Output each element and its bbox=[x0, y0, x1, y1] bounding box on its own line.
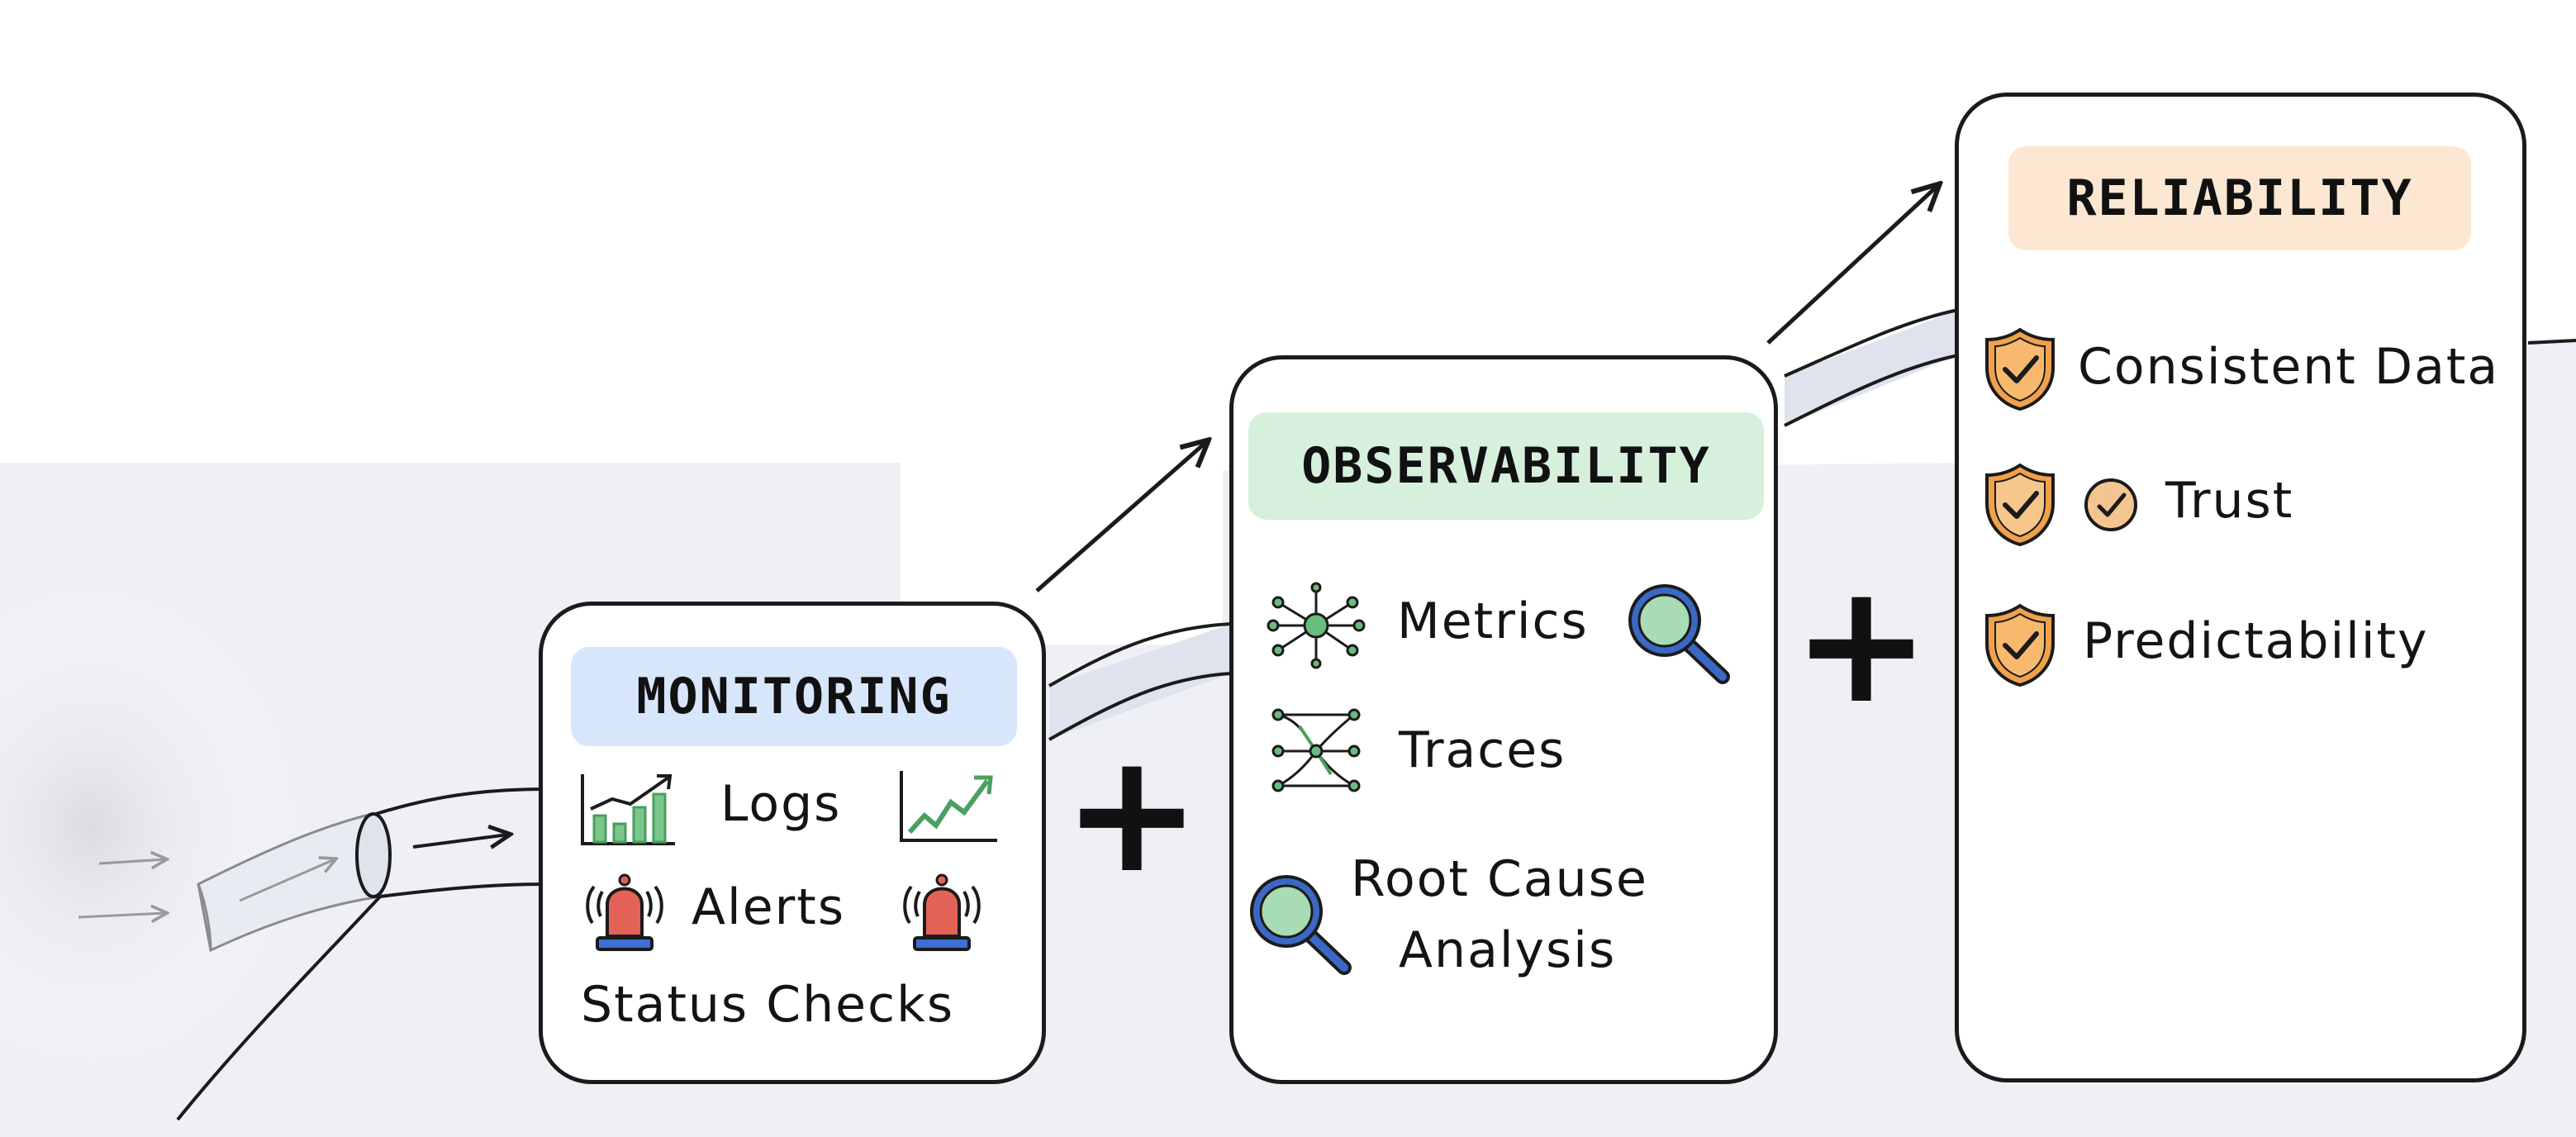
shield-check-icon bbox=[1984, 326, 2056, 412]
item-root-cause-line1: Root Cause bbox=[1351, 850, 1648, 908]
item-metrics: Metrics bbox=[1397, 592, 1589, 650]
pipe-top-edge bbox=[375, 787, 546, 816]
bar-chart-icon bbox=[579, 771, 678, 847]
flow-arrow bbox=[98, 859, 165, 863]
floor-edge bbox=[2527, 339, 2576, 345]
reliability-card: RELIABILITY Consistent Data Trust bbox=[1955, 93, 2526, 1082]
flow-arrow bbox=[239, 859, 335, 902]
shield-check-icon bbox=[1984, 602, 2056, 688]
observability-title: OBSERVABILITY bbox=[1248, 412, 1764, 520]
item-consistent-data: Consistent Data bbox=[2078, 338, 2500, 396]
item-alerts: Alerts bbox=[692, 878, 846, 936]
alarm-bell-icon bbox=[582, 868, 667, 954]
item-predictability: Predictability bbox=[2083, 612, 2429, 670]
reliability-title: RELIABILITY bbox=[2008, 146, 2471, 250]
sweep-curve bbox=[176, 895, 382, 1121]
shadow-smudge bbox=[0, 578, 306, 1074]
growth-arrow bbox=[1035, 442, 1206, 592]
growth-arrow bbox=[1766, 186, 1937, 345]
check-badge-icon bbox=[2081, 475, 2141, 535]
plus-sign: + bbox=[1792, 548, 1931, 740]
observability-card: OBSERVABILITY Metrics bbox=[1229, 355, 1778, 1084]
item-status-checks: Status Checks bbox=[581, 976, 955, 1034]
trace-graph-icon bbox=[1270, 705, 1362, 796]
connector-pipe-edge bbox=[1048, 622, 1232, 687]
item-logs: Logs bbox=[720, 775, 842, 833]
item-traces: Traces bbox=[1399, 721, 1566, 779]
flow-arrow bbox=[78, 913, 165, 917]
monitoring-card: MONITORING Logs bbox=[539, 602, 1046, 1084]
pipe-bottom-edge bbox=[379, 882, 546, 898]
line-chart-icon bbox=[898, 768, 1000, 845]
connector-pipe bbox=[1049, 624, 1231, 740]
flow-arrow bbox=[412, 835, 508, 847]
alarm-bell-icon bbox=[900, 868, 984, 954]
magnifier-icon bbox=[1247, 870, 1352, 976]
input-pipe-mouth bbox=[355, 812, 392, 898]
plus-sign: + bbox=[1062, 717, 1201, 910]
monitoring-title: MONITORING bbox=[571, 647, 1017, 746]
item-root-cause-line2: Analysis bbox=[1399, 921, 1617, 979]
connector-pipe-edge bbox=[1784, 308, 1959, 378]
shield-check-icon bbox=[1984, 462, 2056, 548]
connector-pipe-edge bbox=[1784, 354, 1959, 427]
input-pipe-band bbox=[197, 883, 212, 951]
network-node-icon bbox=[1267, 582, 1366, 669]
item-trust: Trust bbox=[2165, 472, 2294, 530]
connector-pipe-edge bbox=[1048, 672, 1232, 741]
connector-pipe bbox=[1785, 310, 1958, 426]
magnifier-icon bbox=[1625, 579, 1731, 685]
